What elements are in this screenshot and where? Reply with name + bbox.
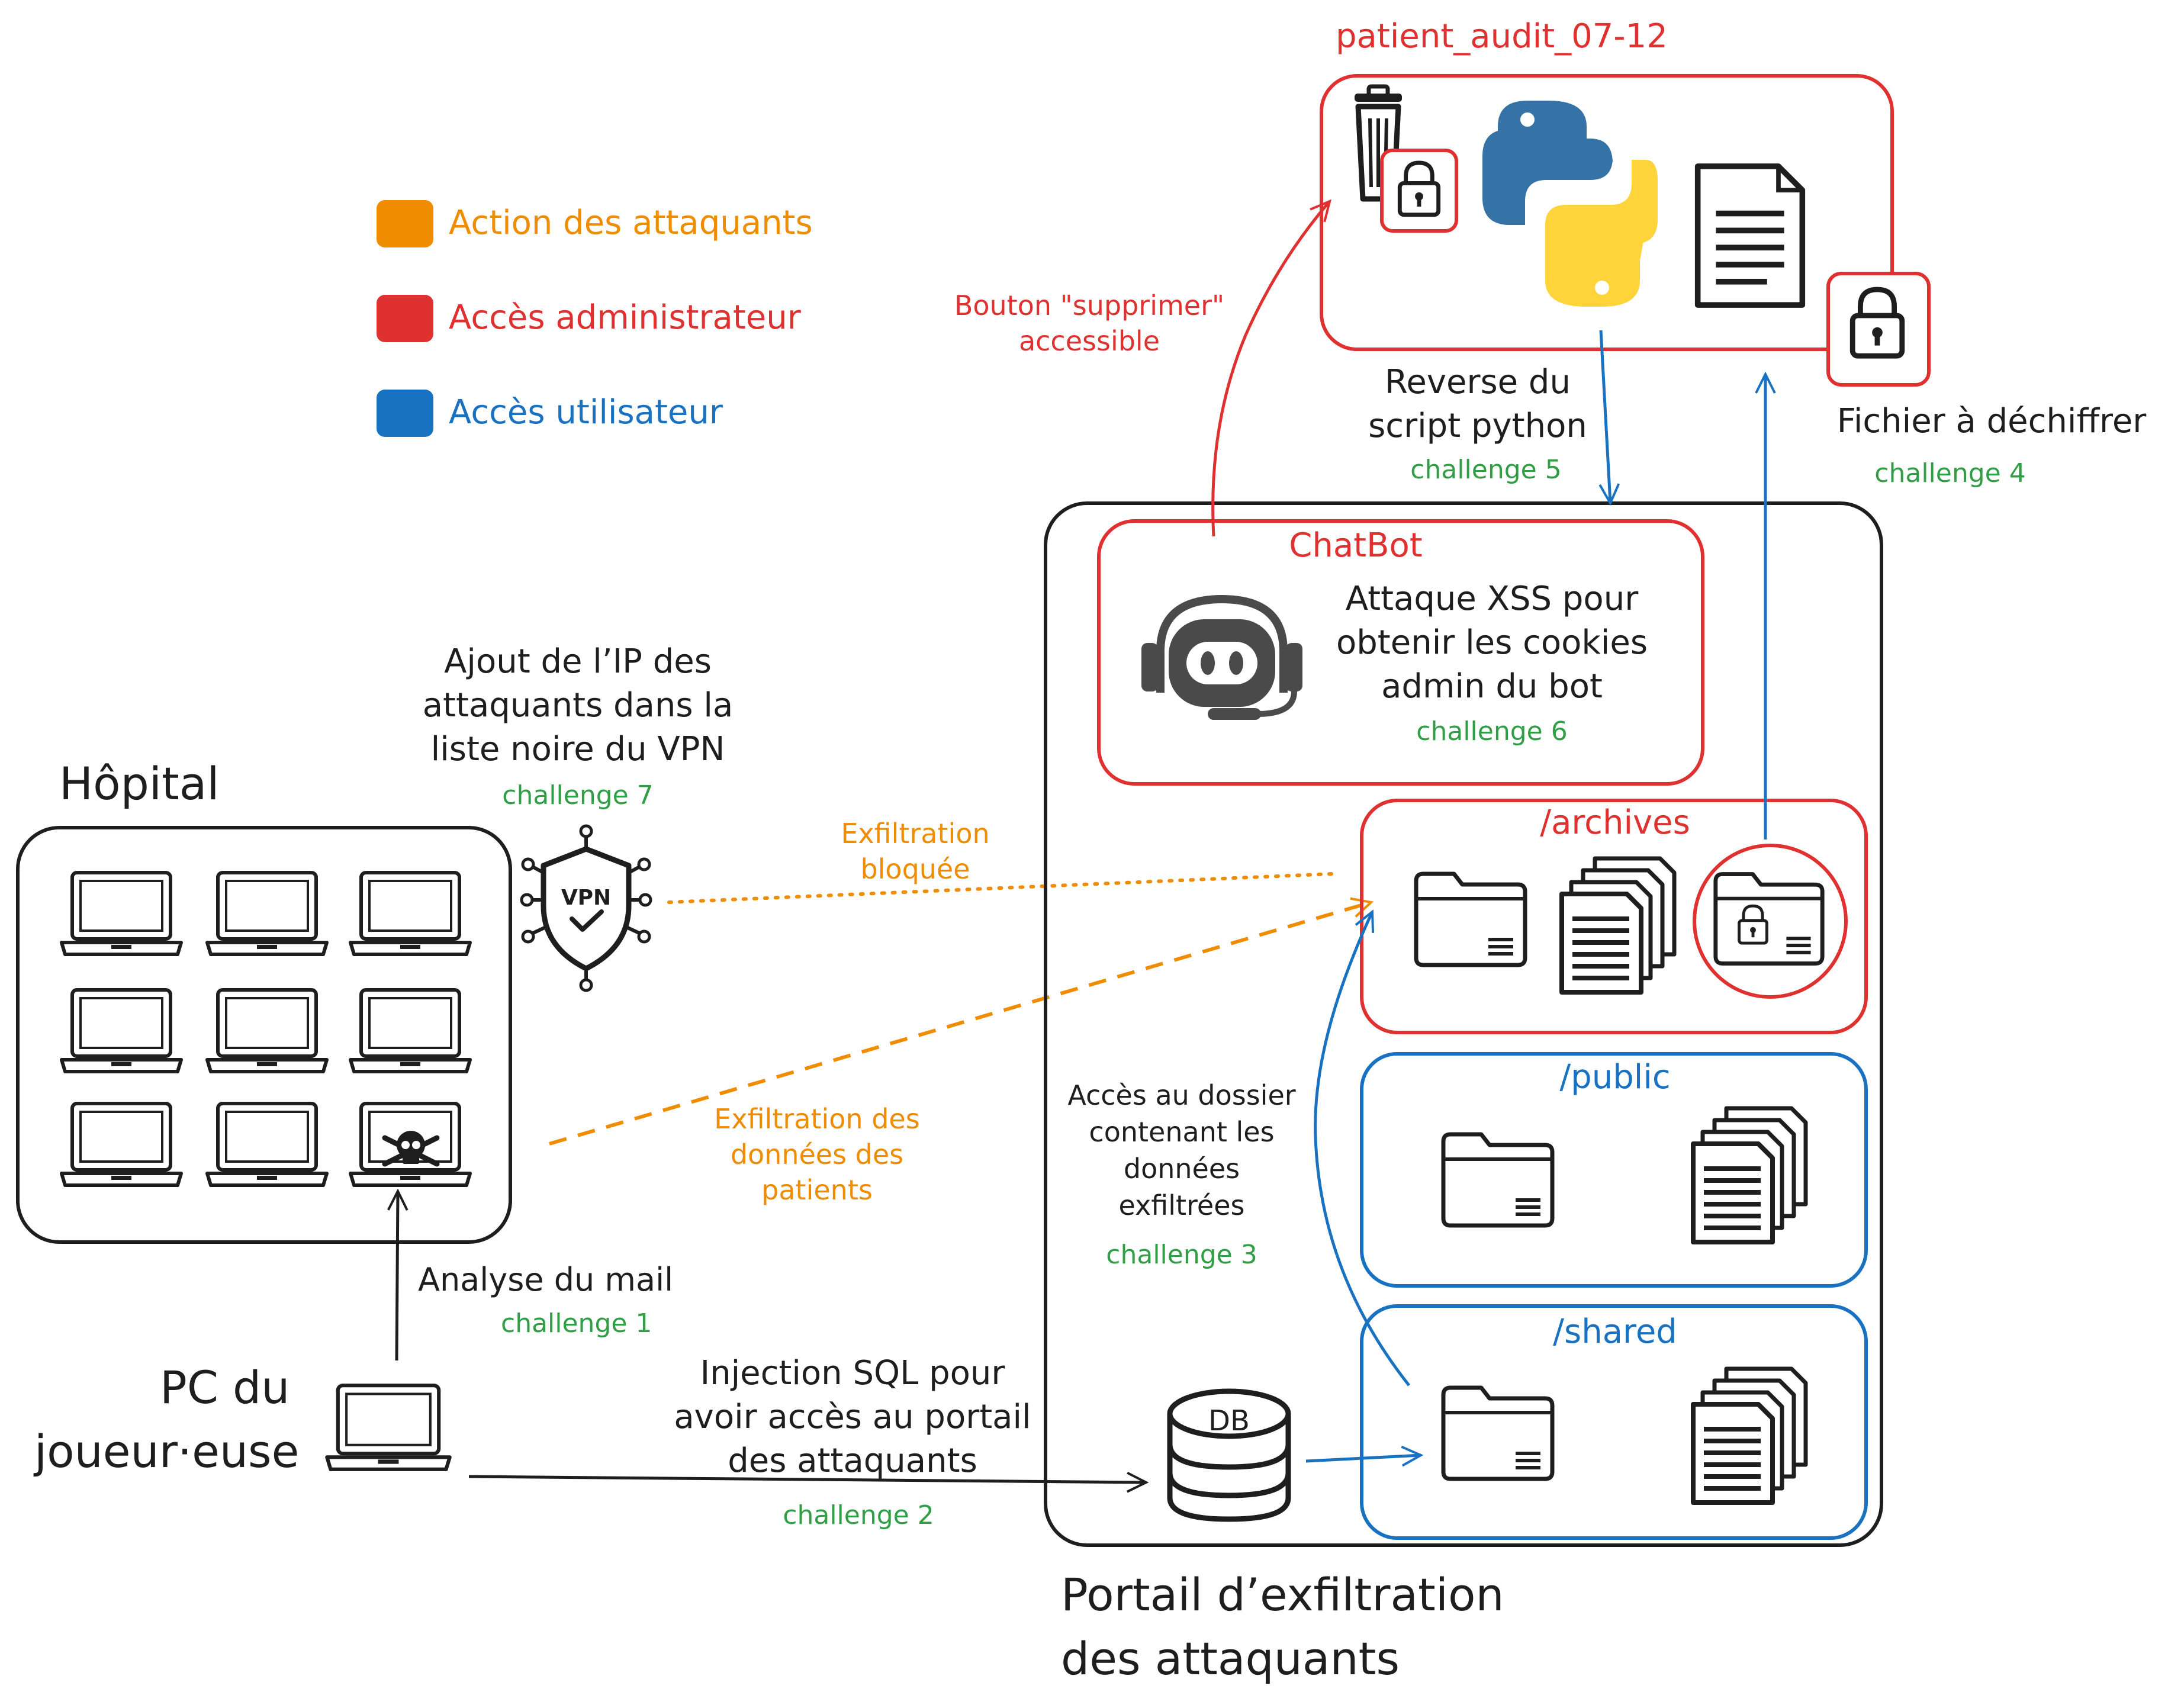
reverse-script-line2: script python — [1368, 407, 1587, 445]
mail-analysis-arrow — [397, 1191, 398, 1361]
data-exfiltration-label-line3: patients — [761, 1174, 873, 1206]
folder-access-arrow — [1314, 912, 1410, 1387]
hospital-laptop-icon — [62, 990, 181, 1072]
folder-access-line2: contenant les — [1089, 1116, 1274, 1148]
mail-analysis-label: Analyse du mail — [418, 1261, 673, 1298]
delete-button-arrow — [1211, 201, 1330, 537]
mail-analysis-challenge: challenge 1 — [501, 1308, 652, 1339]
legend-swatch-red — [377, 295, 433, 342]
sql-injection-line2: avoir accès au portail — [674, 1398, 1031, 1436]
legend-label-user: Accès utilisateur — [449, 393, 723, 432]
shared-documents-icon — [1693, 1369, 1806, 1503]
hospital-box — [16, 826, 512, 1244]
shared-title: /shared — [1553, 1313, 1677, 1351]
blocked-exfiltration-label-line2: bloquée — [860, 853, 970, 885]
sql-injection-line1: Injection SQL pour — [700, 1354, 1006, 1392]
vpn-badge-text: VPN — [561, 886, 611, 910]
vpn-text-line2: attaquants dans la — [423, 686, 734, 725]
shared-folder-icon — [1443, 1388, 1552, 1479]
player-label-line2: joueur·euse — [33, 1425, 299, 1478]
hospital-laptop-icon — [350, 990, 470, 1072]
vpn-shield-icon: VPN — [520, 824, 652, 992]
folder-access-challenge: challenge 3 — [1106, 1240, 1257, 1270]
blocked-exfiltration-line — [667, 872, 1334, 904]
vpn-challenge: challenge 7 — [502, 780, 653, 810]
python-icon — [1482, 101, 1658, 307]
hospital-laptop-icon — [207, 990, 327, 1072]
portal-title-line2: des attaquants — [1061, 1632, 1400, 1685]
infected-laptop — [350, 1104, 470, 1185]
decrypt-file-label: Fichier à déchiffrer — [1837, 402, 2147, 440]
portal-title-line1: Portail d’exfiltration — [1061, 1568, 1504, 1621]
sql-injection-line3: des attaquants — [728, 1442, 977, 1480]
chatbot-challenge: challenge 6 — [1416, 716, 1567, 747]
data-exfiltration-arrow — [549, 902, 1371, 1146]
sql-injection-arrow — [468, 1477, 1146, 1482]
database-label: DB — [1208, 1404, 1250, 1437]
data-exfiltration-label-line1: Exfiltration des — [714, 1103, 919, 1135]
legend-swatch-orange — [377, 200, 433, 247]
public-folder-icon — [1443, 1134, 1552, 1225]
sql-injection-challenge: challenge 2 — [783, 1500, 934, 1530]
folder-access-line1: Accès au dossier — [1067, 1079, 1295, 1111]
vpn-text-line3: liste noire du VPN — [431, 730, 725, 768]
reverse-script-arrow — [1601, 330, 1610, 503]
folder-access-line3: données — [1124, 1153, 1240, 1185]
delete-button-line1: Bouton "supprimer" — [954, 290, 1224, 321]
hospital-laptop-icon — [207, 873, 327, 954]
hospital-title: Hôpital — [59, 757, 220, 810]
encrypted-folder-icon — [1716, 874, 1822, 964]
chatbot-text-line2: obtenir les cookies — [1336, 623, 1648, 662]
chatbot-text-line3: admin du bot — [1381, 667, 1603, 706]
portal-box — [1044, 501, 1883, 1547]
reverse-script-line1: Reverse du — [1385, 363, 1571, 401]
hospital-laptop-icon — [62, 873, 181, 954]
blocked-exfiltration-label-line1: Exfiltration — [841, 818, 989, 850]
hospital-computers — [62, 873, 470, 1185]
skull-crossbones-icon — [382, 1131, 440, 1167]
chatbot-robot-icon — [1141, 594, 1302, 720]
vpn-text-line1: Ajout de l’IP des — [444, 642, 712, 681]
chatbot-text-line1: Attaque XSS pour — [1346, 580, 1639, 618]
public-title: /public — [1559, 1058, 1670, 1096]
chatbot-title: ChatBot — [1289, 526, 1423, 565]
hospital-laptop-icon — [207, 1104, 327, 1185]
player-laptop-icon — [327, 1385, 449, 1469]
public-box — [1360, 1052, 1868, 1288]
hospital-laptop-icon — [350, 873, 470, 954]
decrypt-file-challenge: challenge 4 — [1874, 458, 2025, 488]
chatbot-box — [1097, 519, 1704, 786]
archives-folder-icon — [1416, 874, 1525, 965]
legend-label-attackers: Action des attaquants — [449, 204, 813, 242]
folder-access-line4: exfiltrées — [1119, 1189, 1245, 1221]
shared-box — [1360, 1304, 1868, 1540]
audit-title: patient_audit_07-12 — [1336, 17, 1668, 56]
legend-item-admin: Accès administrateur — [377, 295, 802, 342]
data-exfiltration-label-line2: données des — [731, 1138, 903, 1170]
player-label-line1: PC du — [160, 1361, 290, 1414]
database-icon: DB — [1167, 1388, 1291, 1522]
legend-swatch-blue — [377, 390, 433, 437]
public-documents-icon — [1693, 1108, 1806, 1242]
encrypted-file-circle — [1693, 844, 1848, 999]
legend: Action des attaquants Accès administrate… — [377, 200, 813, 437]
hospital-laptop-icon — [62, 1104, 181, 1185]
legend-item-user: Accès utilisateur — [377, 390, 723, 437]
script-document-icon — [1698, 166, 1803, 305]
archives-title: /archives — [1540, 803, 1690, 842]
legend-item-attackers: Action des attaquants — [377, 200, 813, 247]
legend-label-admin: Accès administrateur — [449, 298, 802, 337]
delete-button-line2: accessible — [1019, 325, 1160, 357]
archives-documents-icon — [1562, 858, 1674, 992]
reverse-script-challenge: challenge 5 — [1410, 455, 1561, 485]
